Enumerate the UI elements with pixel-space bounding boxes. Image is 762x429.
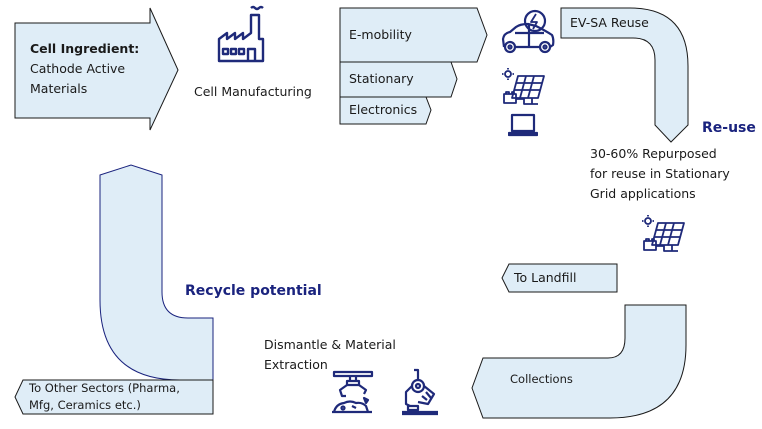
emobility-chevron <box>339 7 488 63</box>
stationary-chevron <box>339 61 458 98</box>
microscope-icon <box>402 368 438 416</box>
solar-panel-icon <box>642 215 685 252</box>
electric-car-icon <box>501 9 555 54</box>
reuse-heading: Re-use <box>702 120 756 136</box>
reuse-arrow-label: EV-SA Reuse <box>570 15 649 30</box>
reuse-desc-line1: 30-60% Repurposed <box>590 146 717 161</box>
reuse-bent-arrow <box>560 7 689 143</box>
manufacturing-label: Cell Manufacturing <box>194 84 312 99</box>
ingredient-line2: Materials <box>30 81 88 96</box>
recycle-heading: Recycle potential <box>185 283 322 299</box>
other-sectors-line1: To Other Sectors (Pharma, <box>29 381 180 395</box>
collections-arrow <box>471 304 687 419</box>
laptop-icon <box>508 113 538 137</box>
stationary-label: Stationary <box>349 71 414 86</box>
reuse-desc-line3: Grid applications <box>590 186 696 201</box>
landfill-arrow <box>501 263 618 293</box>
other-sectors-line2: Mfg, Ceramics etc.) <box>29 398 141 412</box>
ingredient-arrow <box>14 7 179 131</box>
ingredient-title: Cell Ingredient: <box>30 41 140 56</box>
collections-label: Collections <box>510 372 573 386</box>
robotic-claw-icon <box>332 370 374 414</box>
ingredient-line1: Cathode Active <box>30 61 126 76</box>
dismantle-line2: Extraction <box>264 357 328 372</box>
solar-panel-icon <box>502 68 545 105</box>
other-sectors-arrow <box>14 379 214 415</box>
electronics-chevron <box>339 96 432 125</box>
emobility-label: E-mobility <box>349 27 412 42</box>
landfill-label: To Landfill <box>514 270 577 285</box>
electronics-label: Electronics <box>349 102 418 117</box>
recycle-arrow <box>99 164 214 381</box>
factory-icon <box>217 5 265 63</box>
reuse-desc-line2: for reuse in Stationary <box>590 166 730 181</box>
dismantle-line1: Dismantle & Material <box>264 337 396 352</box>
